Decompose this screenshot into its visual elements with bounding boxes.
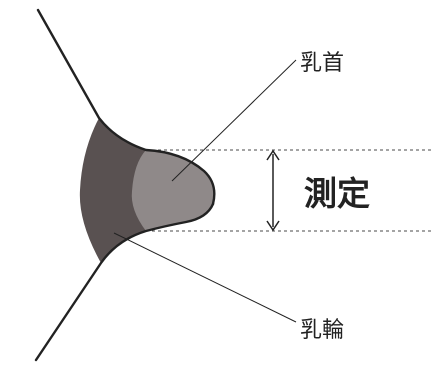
areola-label: 乳輪 [300, 318, 344, 343]
measurement-arrow [266, 149, 280, 232]
nipple-label: 乳首 [300, 51, 344, 76]
areola-leader-line [113, 232, 297, 323]
nipple-leader-line [171, 59, 297, 182]
breast-outline-lower [34, 202, 215, 362]
arrow-head-up-icon [266, 149, 280, 161]
measure-label: 測定 [304, 174, 370, 213]
breast-outline-upper [36, 8, 216, 206]
areola-region [79, 118, 146, 263]
nipple-region [131, 150, 215, 231]
arrow-head-down-icon [266, 220, 280, 232]
